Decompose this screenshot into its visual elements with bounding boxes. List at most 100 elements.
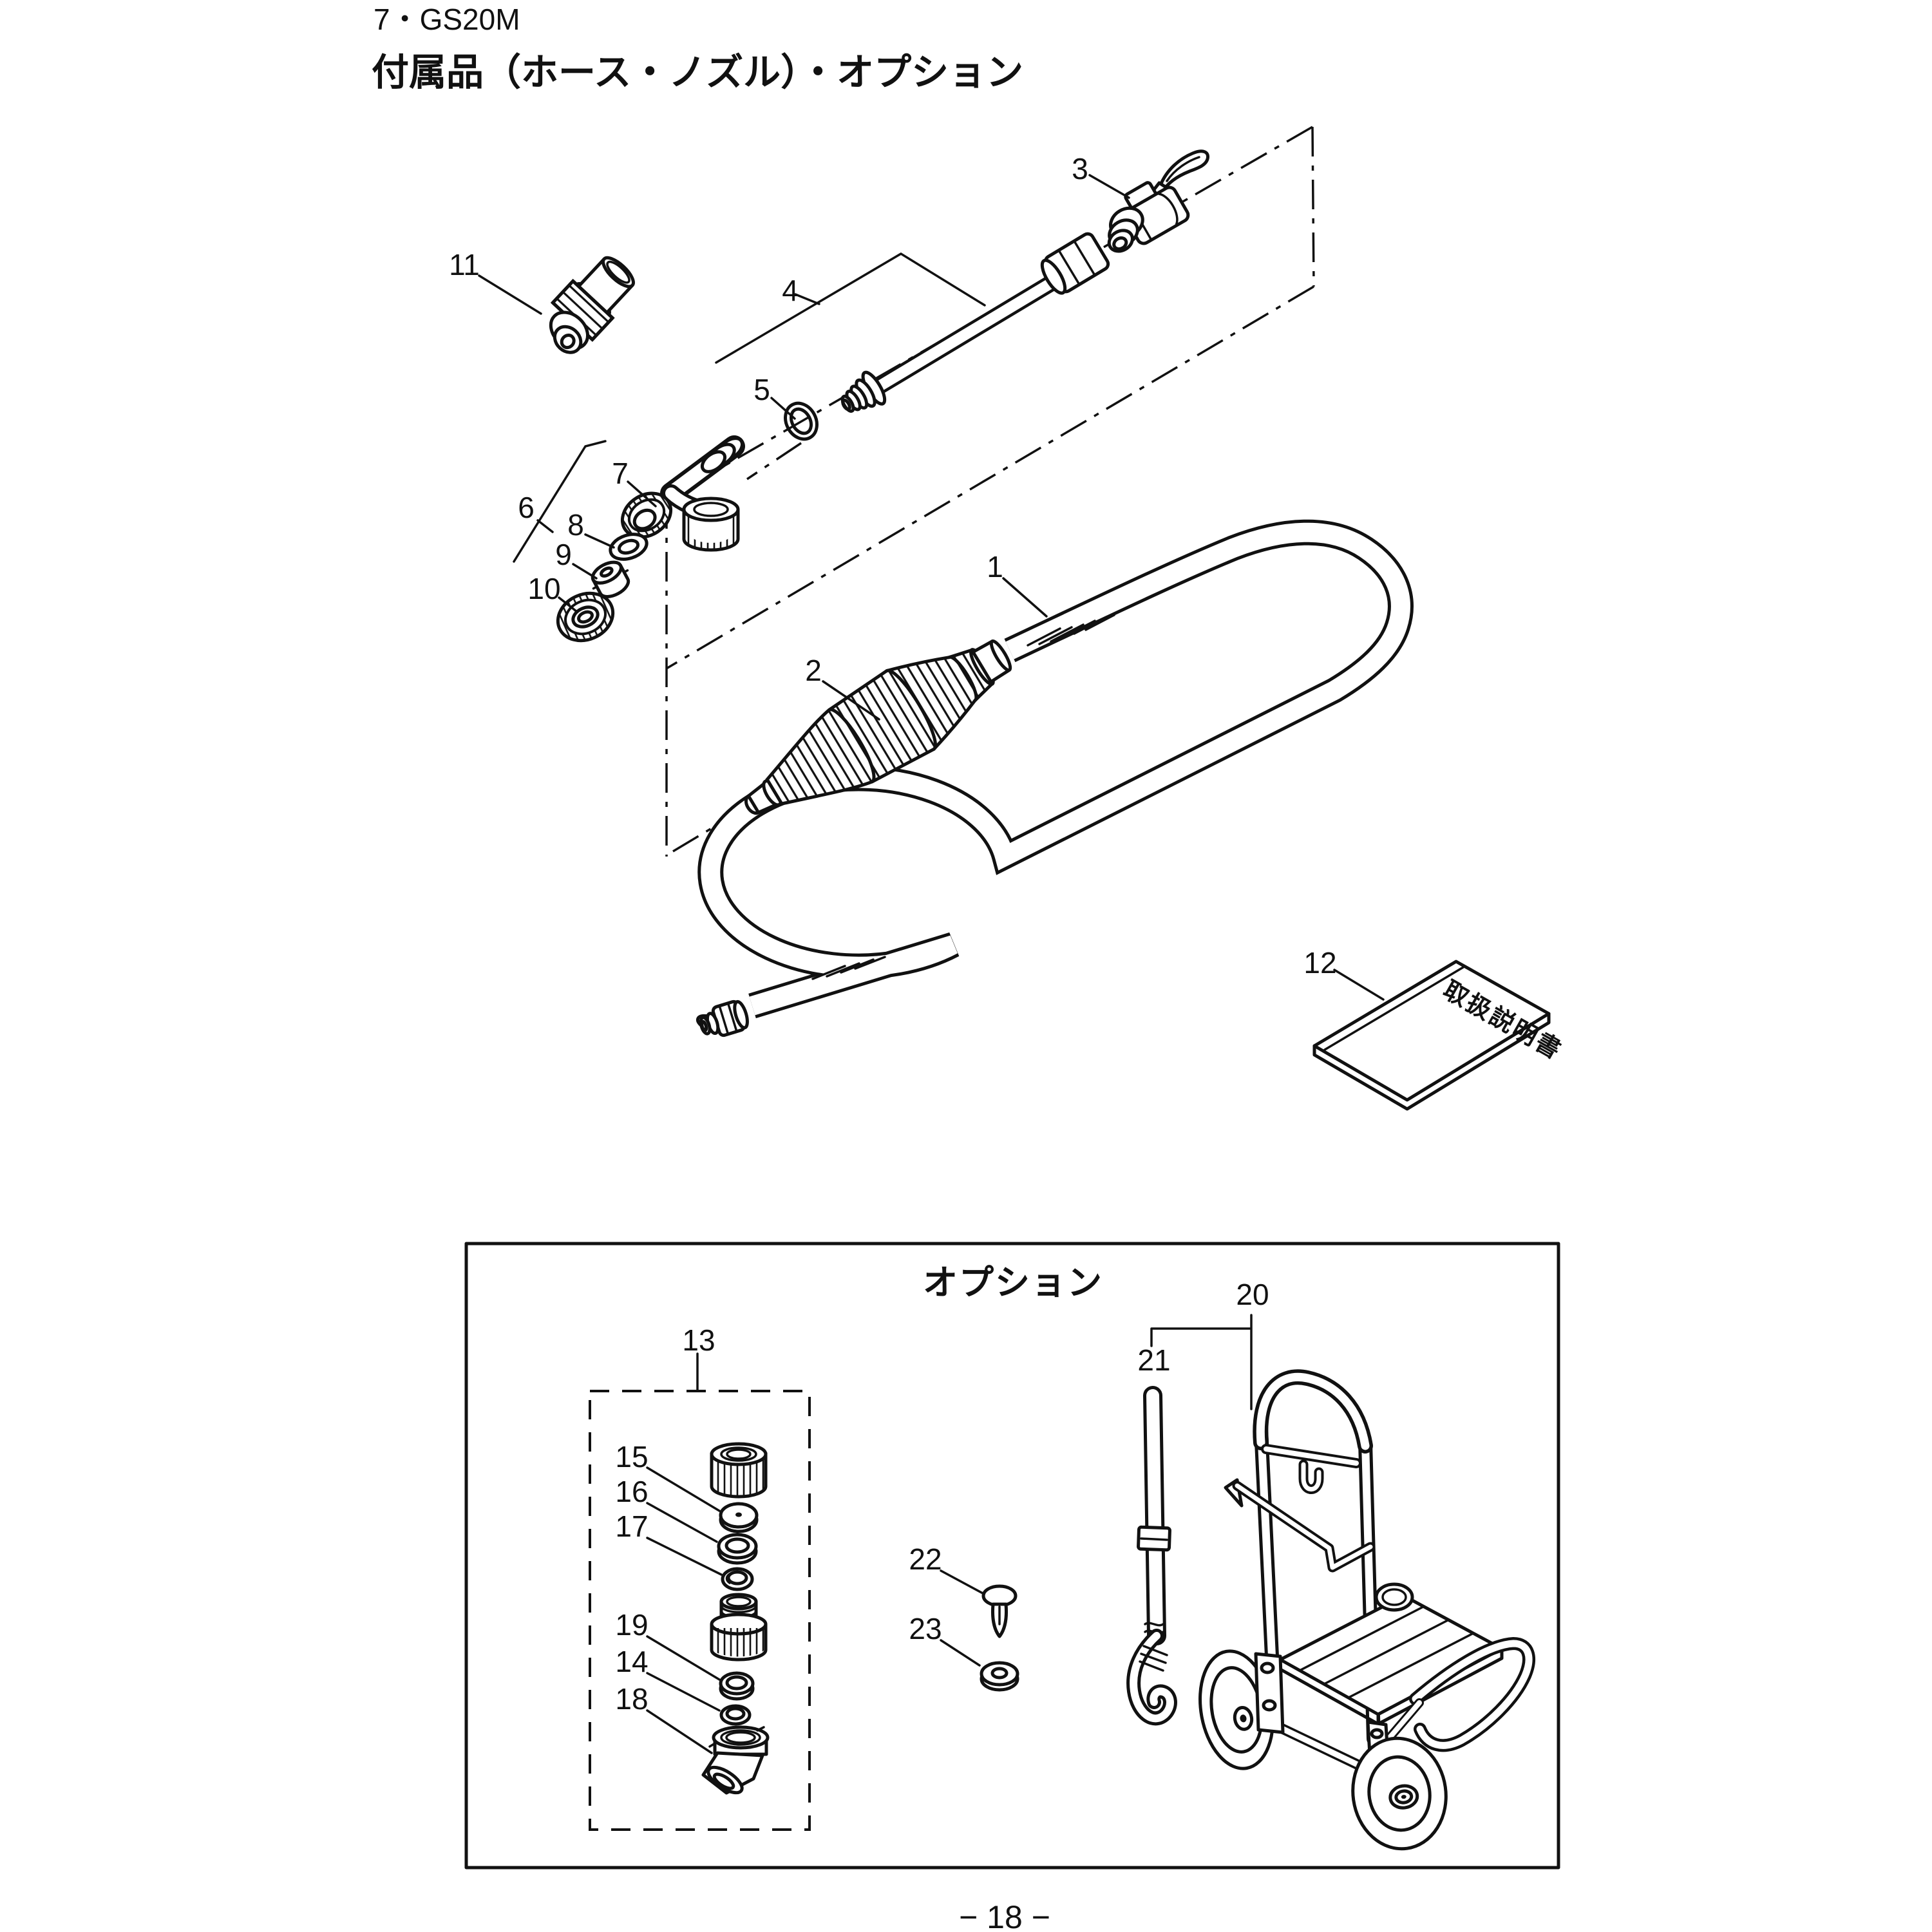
hose-core	[701, 522, 1410, 1016]
leader-19	[646, 1635, 721, 1681]
label-15: 15	[615, 1440, 648, 1473]
part-16-washer	[717, 1533, 758, 1565]
label-9: 9	[555, 538, 572, 571]
booklet-page-edge	[1312, 1012, 1551, 1111]
option-section: オプション	[464, 1242, 1560, 1870]
part-21-strap	[1126, 1386, 1177, 1726]
part-3-ball-valve	[1107, 149, 1210, 253]
leader-9	[572, 563, 598, 580]
label-19: 19	[615, 1608, 648, 1642]
bracket-20-21	[1150, 1314, 1253, 1410]
strap-hook-wrap	[1139, 1645, 1168, 1672]
cart-left-wheel-bracket	[1254, 1652, 1285, 1734]
part-17-oring	[721, 1567, 754, 1591]
part-8-washer	[609, 533, 649, 561]
valve-inlet-hole	[1112, 236, 1128, 251]
kit-13-outline	[589, 1390, 811, 1831]
pipe-fitting-hole	[841, 398, 851, 412]
option-box-border	[464, 1242, 1560, 1870]
leader-6	[536, 519, 554, 533]
cart-deck-roller	[1374, 1582, 1414, 1612]
leader-3	[1088, 174, 1130, 199]
part-13-adapter	[710, 1593, 768, 1662]
option-title: オプション	[923, 1264, 1103, 1302]
leader-16	[646, 1502, 718, 1543]
part-23-washer	[980, 1661, 1019, 1692]
adapter-opening-inner	[606, 260, 630, 284]
label-17: 17	[615, 1510, 648, 1543]
tjoint-top-ribs	[700, 437, 744, 473]
label-12: 12	[1303, 946, 1336, 980]
insert-hole	[600, 566, 614, 578]
part-10-knurled-nut	[556, 591, 615, 643]
leader-11	[478, 274, 542, 315]
part-13-cap-nut	[710, 1442, 768, 1499]
adapter-outlet-hole	[560, 334, 576, 350]
leader-1	[1002, 577, 1048, 618]
leader-2	[822, 680, 880, 721]
pipe-rib-fitting	[840, 370, 887, 413]
part-22-rivet	[981, 1584, 1018, 1638]
label-11: 11	[449, 248, 480, 281]
leader-10	[558, 596, 578, 613]
valve-inlet-threads	[1107, 206, 1144, 253]
part-labels-main: 1 2 3 4 5 6 7 8 9 10 11 12	[449, 152, 1336, 980]
page-number: − 18 −	[959, 1899, 1050, 1932]
tjoint-left-nut	[620, 491, 673, 539]
part-20-cart	[1198, 1369, 1535, 1851]
part-18-elbow-coupler	[701, 1725, 770, 1795]
booklet-cover-line	[1323, 966, 1464, 1051]
label-10: 10	[527, 572, 560, 605]
label-20: 20	[1236, 1278, 1269, 1311]
part-15-disc	[719, 1502, 759, 1533]
booklet-cover	[1312, 960, 1551, 1102]
label-7: 7	[612, 457, 629, 490]
part-5-oring	[784, 401, 819, 441]
label-3: 3	[1072, 152, 1088, 185]
label-4: 4	[782, 274, 799, 307]
part-19-ring	[719, 1671, 755, 1701]
part-12-manual-booklet: 取扱説明書	[1312, 960, 1567, 1111]
leader-14	[646, 1672, 721, 1712]
axis-centerline-upper	[746, 442, 802, 480]
leader-lines	[478, 174, 1385, 1001]
label-14: 14	[615, 1645, 648, 1678]
kit-outline-right-edge	[1311, 126, 1315, 287]
valve-body-facet	[1157, 193, 1179, 225]
tjoint-left-hole	[632, 508, 657, 531]
leader-7	[627, 480, 657, 507]
label-5: 5	[753, 373, 770, 406]
leader-12	[1333, 969, 1385, 1001]
leader-5	[770, 397, 796, 420]
label-1: 1	[987, 550, 1003, 583]
leader-17	[646, 1537, 723, 1576]
strainer-bands	[827, 655, 978, 784]
part-7-tjoint	[620, 435, 745, 552]
hose-end-fitting	[696, 999, 749, 1037]
part-9-insert	[591, 560, 630, 598]
label-8: 8	[567, 508, 584, 542]
leader-22	[940, 1569, 984, 1595]
part-11-elbow-adapter	[549, 256, 635, 354]
label-23: 23	[909, 1612, 942, 1645]
label-13: 13	[682, 1323, 715, 1357]
valve-lever	[1157, 149, 1210, 194]
leader-8	[584, 533, 615, 549]
cart-left-wheel	[1198, 1649, 1274, 1770]
part-labels-option: 13 15 16 17 19 14 18 20 21 22 23	[615, 1278, 1269, 1716]
leader-18	[646, 1709, 713, 1754]
bracket-6-group	[513, 440, 607, 563]
valve-lever-line	[1166, 156, 1200, 182]
label-21: 21	[1137, 1343, 1170, 1377]
label-6: 6	[518, 491, 535, 524]
header: 7・GS20M 付属品（ホース・ノズル）・オプション	[372, 3, 1023, 93]
page-subtitle: 付属品（ホース・ノズル）・オプション	[372, 52, 1023, 93]
cart-right-wheel	[1351, 1736, 1448, 1851]
part-4-extension-pipe	[840, 232, 1110, 413]
option-leaders	[646, 1314, 1253, 1754]
page-title: 7・GS20M	[374, 3, 520, 36]
part-2-strainer	[744, 639, 1012, 815]
hose-hatching-top	[1027, 614, 1115, 647]
leader-23	[940, 1639, 981, 1667]
